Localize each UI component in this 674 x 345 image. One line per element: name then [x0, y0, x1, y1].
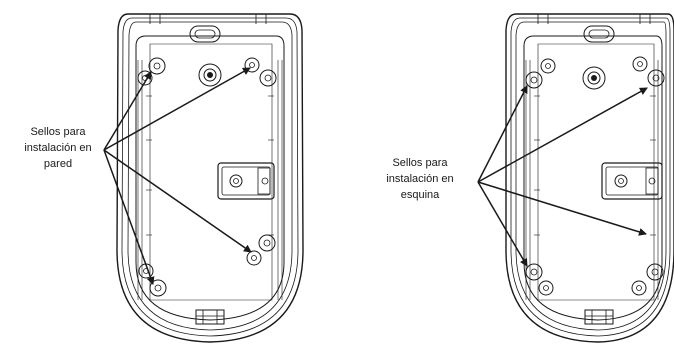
arrow-to-seal-top-left	[477, 85, 528, 183]
arrow-to-seal-top-left	[103, 71, 152, 151]
seal-top-right	[632, 56, 665, 87]
side-clip-module	[217, 162, 275, 200]
callout-wall-line-1: Sellos para	[30, 126, 86, 138]
arrow-to-seal-bottom-right	[477, 181, 647, 236]
top-latch	[583, 25, 615, 43]
housing-outer-shell	[116, 13, 304, 343]
arrow-to-seal-bottom-left	[477, 181, 528, 267]
arrows-wall	[103, 67, 252, 285]
arrow-to-seal-bottom-left	[103, 149, 155, 285]
callout-corner-line-3: esquina	[400, 189, 440, 201]
arrows-corner	[477, 85, 648, 267]
top-latch	[189, 25, 221, 43]
callout-corner-line-2: instalación en	[386, 173, 454, 185]
callout-wall-seals: Sellos para instalación en pared	[6, 124, 110, 172]
seal-bottom-left	[525, 263, 554, 296]
callout-corner-line-1: Sellos para	[392, 157, 448, 169]
arrow-to-seal-top-right	[103, 67, 251, 151]
seal-top-left	[525, 58, 556, 89]
bottom-latch	[195, 309, 225, 325]
housing-corner-mount	[505, 13, 674, 343]
seal-top-right	[244, 57, 277, 87]
side-clip-module	[601, 162, 663, 200]
housing-inner-tray	[523, 35, 663, 321]
arrow-to-seal-bottom-right	[103, 149, 252, 253]
center-mount-hole	[198, 63, 222, 87]
housing-outer-shell	[505, 13, 674, 343]
bottom-latch	[584, 309, 614, 325]
seal-bottom-right	[246, 234, 276, 266]
seal-bottom-right	[631, 263, 664, 296]
housing-wall-mount	[116, 13, 304, 343]
housing-inner-tray	[135, 35, 285, 321]
callout-corner-seals: Sellos para instalación en esquina	[368, 155, 472, 203]
seal-top-left	[137, 57, 166, 86]
center-mount-hole	[582, 66, 606, 90]
callout-wall-line-2: instalación en	[24, 142, 92, 154]
callout-wall-line-3: pared	[43, 158, 73, 170]
arrow-to-seal-top-right	[477, 87, 648, 183]
